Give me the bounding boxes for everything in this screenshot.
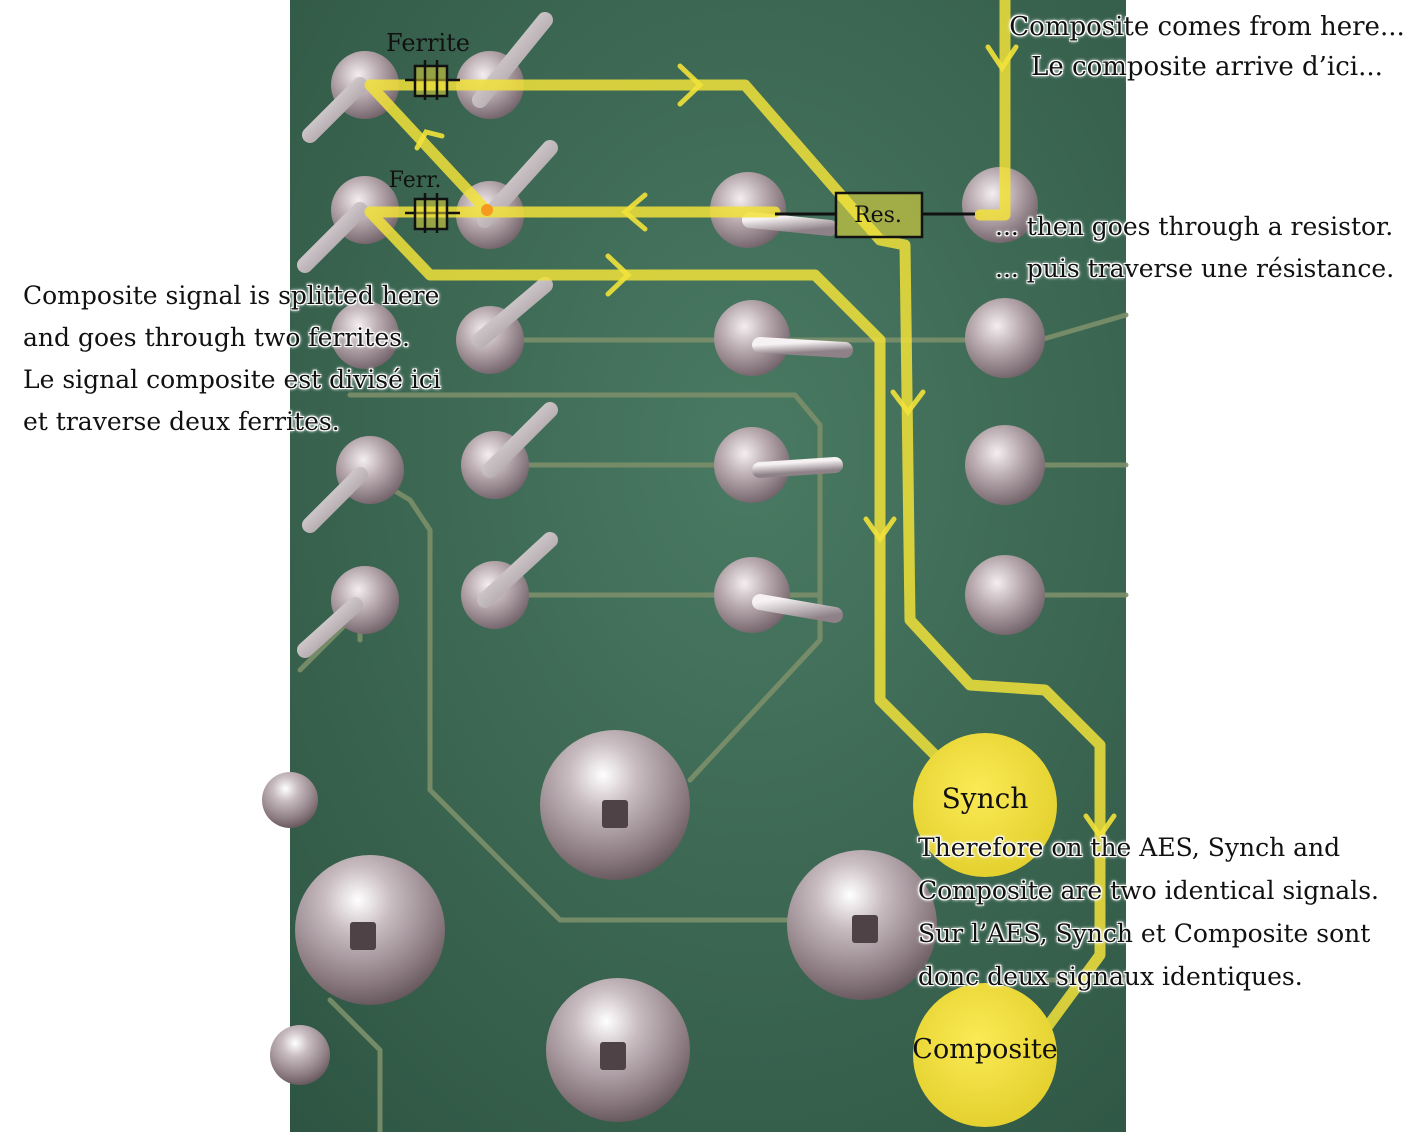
flow-arrows [414,44,1117,841]
resistor-label: Res. [854,203,902,228]
conclusion-note: Therefore on the AES, Synch and Composit… [918,835,1379,989]
split-note: Composite signal is splitted here and go… [23,283,441,434]
pad [331,301,399,369]
resistor-symbol [775,191,975,239]
source-note: Composite comes from here... Le composit… [1005,14,1409,80]
pad [714,300,790,376]
source-note-fr: Le composite arrive d’ici... [1031,52,1383,82]
conclusion-note-line-1: Therefore on the AES, Synch and [918,833,1341,862]
source-note-en: Composite comes from here... [1009,12,1405,42]
conclusion-note-line-3: Sur l’AES, Synch et Composite sont [918,919,1371,948]
pad [714,427,790,503]
pad [714,557,790,633]
resistor-note-en: ... then goes through a resistor. [995,212,1394,241]
ferrite-bottom-label: Ferr. [389,168,442,193]
signal-path [364,0,1106,1036]
pad [965,298,1045,378]
split-junction-dot [481,204,493,216]
ferrite-symbol-bottom [405,193,460,233]
conclusion-note-line-2: Composite are two identical signals. [918,876,1379,905]
ferrite-symbol-top [405,60,460,100]
screw-pad [270,1025,330,1085]
screw-pad [262,772,318,828]
composite-pad [913,983,1057,1127]
ferrite-top-label: Ferrite [386,29,470,57]
pad [965,425,1045,505]
split-note-line-2: and goes through two ferrites. [23,323,410,352]
conclusion-note-line-4: donc deux signaux identiques. [918,962,1303,991]
split-note-line-3: Le signal composite est divisé ici [23,365,441,394]
synch-pad-label: Synch [942,782,1029,815]
split-note-line-4: et traverse deux ferrites. [23,407,340,436]
split-note-line-1: Composite signal is splitted here [23,281,440,310]
synch-pad [913,733,1057,877]
resistor-note: ... then goes through a resistor. ... pu… [995,214,1394,281]
pad [965,555,1045,635]
composite-pad-label: Composite [912,1034,1057,1065]
large-pads [262,730,937,1122]
resistor-note-fr: ... puis traverse une résistance. [995,254,1395,283]
